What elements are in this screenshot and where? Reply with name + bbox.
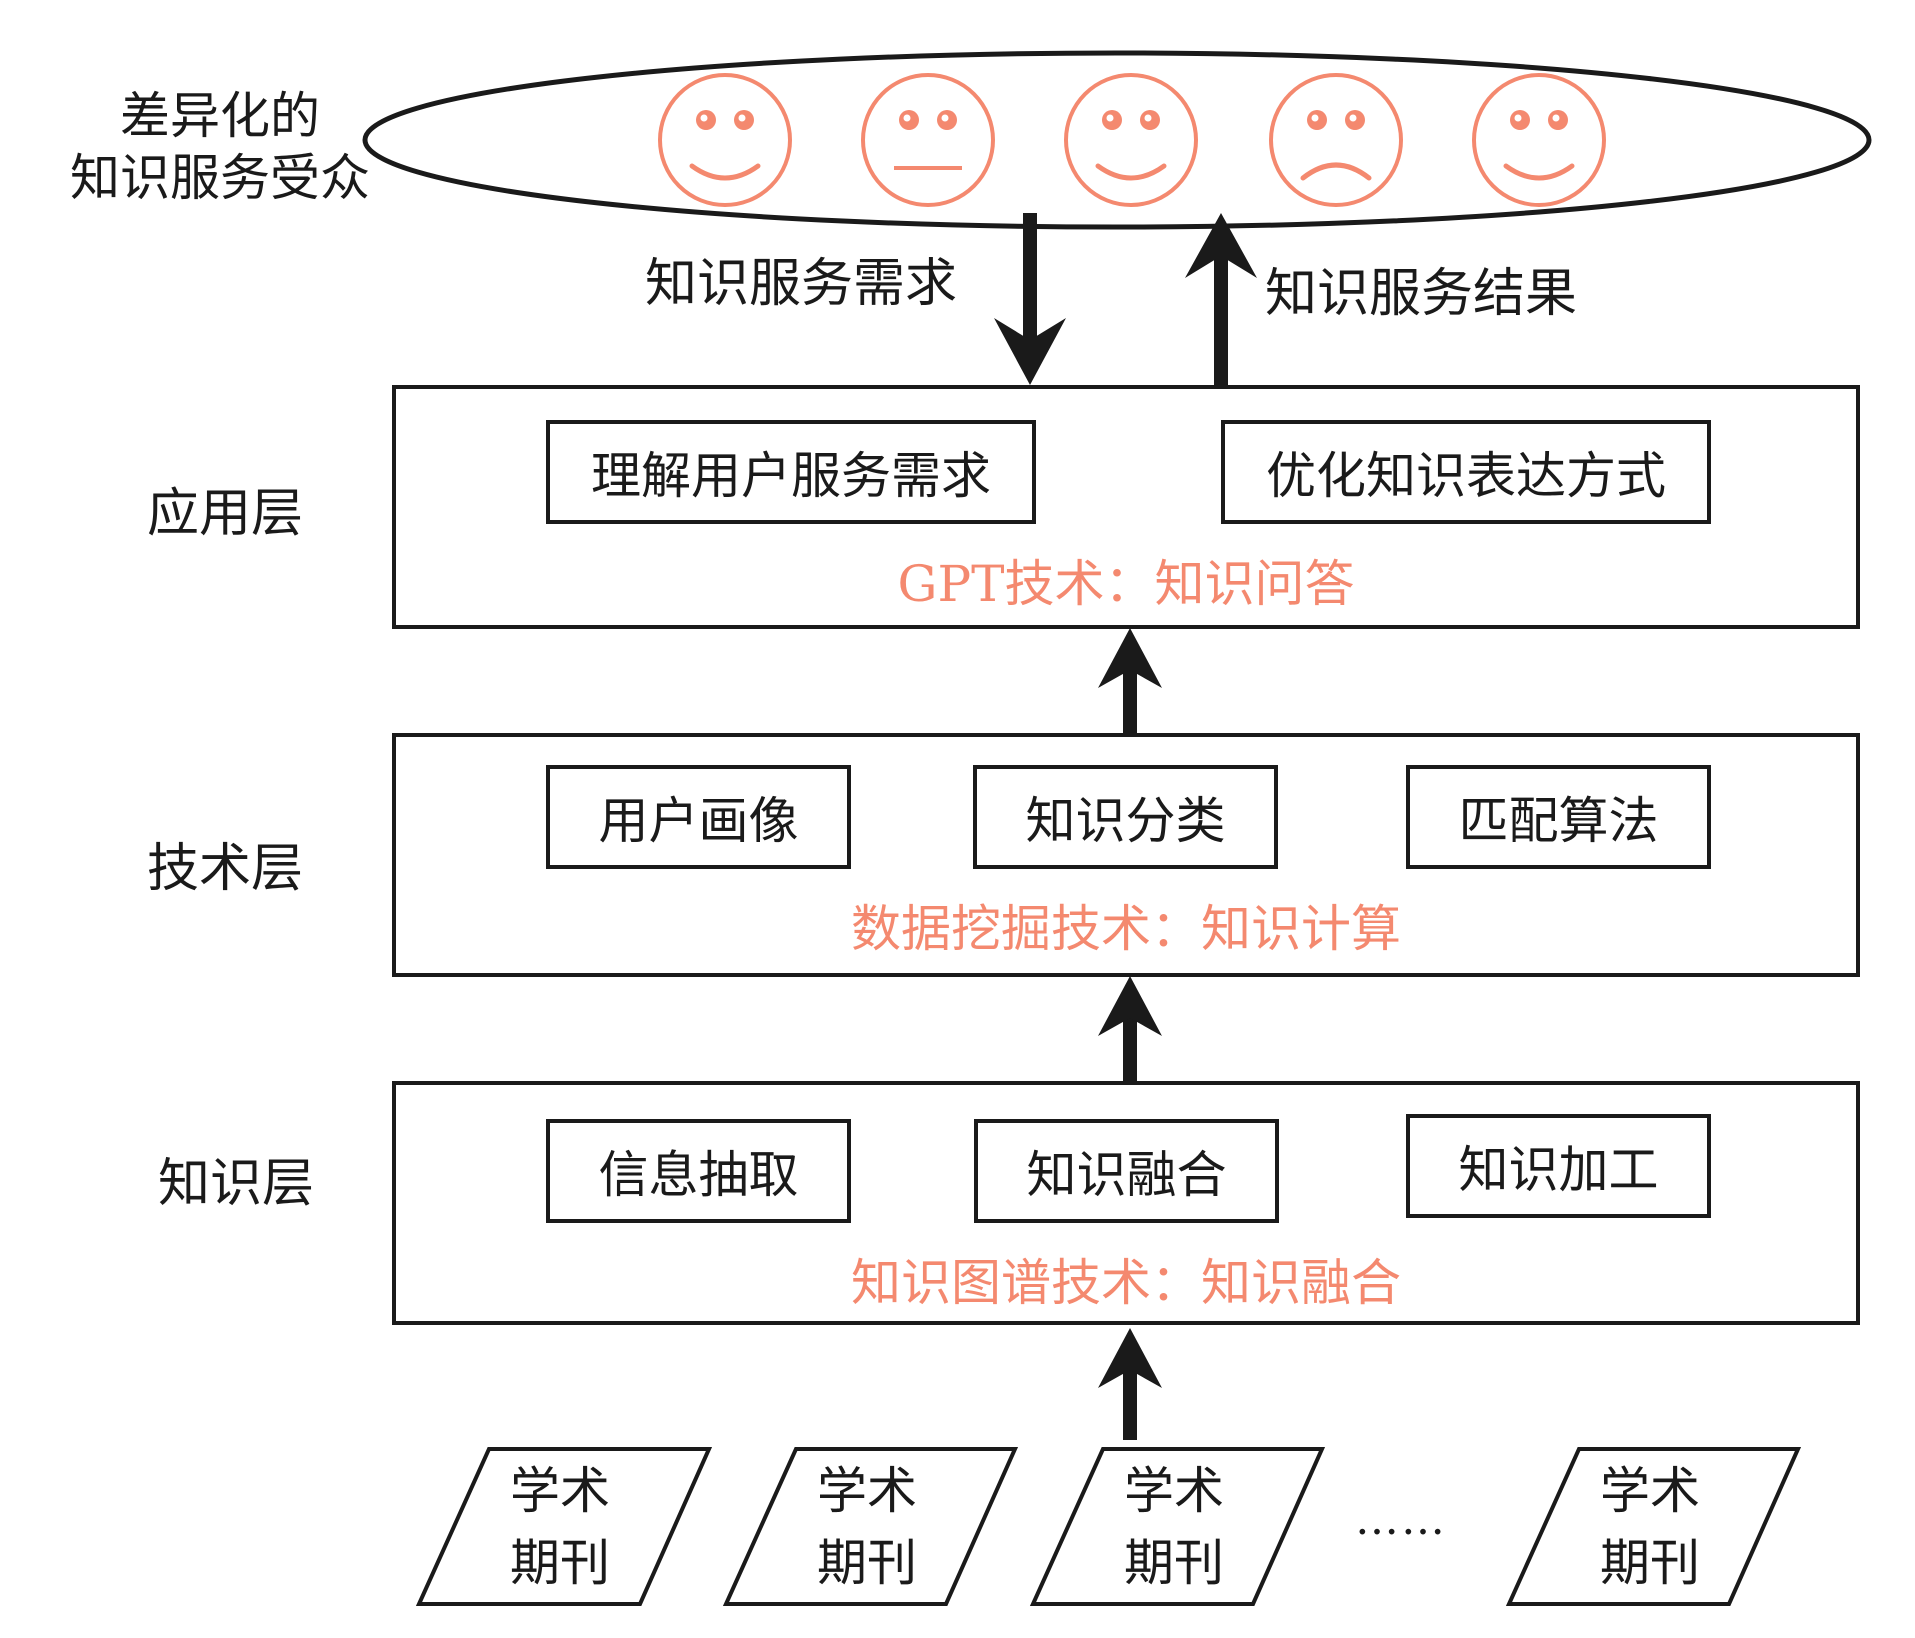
technology-layer: 用户画像 知识分类 匹配算法 数据挖掘技术：知识计算 [392, 733, 1860, 977]
demand-label: 知识服务需求 [645, 254, 958, 314]
up-arrow-icon [1185, 213, 1257, 385]
application-layer: 理解用户服务需求 优化知识表达方式 GPT技术：知识问答 [392, 385, 1860, 629]
ellipsis-indicator: …… [1355, 1494, 1447, 1545]
layer-item: 信息抽取 [546, 1119, 851, 1223]
mouth [689, 163, 761, 181]
smiley-face-icon [1472, 73, 1606, 207]
smiley-face-icon [1064, 73, 1198, 207]
up-arrow-icon [1098, 1328, 1162, 1440]
journal-label-line2: 期刊 [1124, 1534, 1224, 1592]
journal-label-line2: 期刊 [817, 1534, 917, 1592]
audience-label: 差异化的 知识服务受众 [40, 85, 400, 209]
layer-item: 匹配算法 [1406, 765, 1711, 869]
knowledge-layer: 信息抽取 知识融合 知识加工 知识图谱技术：知识融合 [392, 1081, 1860, 1325]
result-label: 知识服务结果 [1265, 264, 1578, 324]
technology-label: 知识图谱技术：知识融合 [851, 1254, 1401, 1312]
mouth [1300, 162, 1372, 181]
technology-label: GPT技术：知识问答 [897, 555, 1355, 613]
layer-item: 知识加工 [1406, 1114, 1711, 1218]
mouth [1095, 163, 1167, 181]
mouth [1503, 163, 1575, 181]
journal-label-line1: 学术 [1600, 1462, 1700, 1520]
up-arrow-icon [1098, 628, 1162, 735]
journal-label: 学术 期刊 [792, 1455, 942, 1599]
layer-label-knowledge: 知识层 [158, 1154, 315, 1214]
up-arrow-icon [1098, 976, 1162, 1083]
journal-label-line2: 期刊 [510, 1534, 610, 1592]
layer-item: 用户画像 [546, 765, 851, 869]
layer-item: 理解用户服务需求 [546, 420, 1036, 524]
journal-label-line1: 学术 [510, 1462, 610, 1520]
technology-label: 数据挖掘技术：知识计算 [851, 900, 1401, 958]
neutral-face-icon [861, 73, 995, 207]
layer-label-application: 应用层 [147, 484, 304, 544]
smiley-face-icon [658, 73, 792, 207]
journal-label-line1: 学术 [1124, 1462, 1224, 1520]
journal-label: 学术 期刊 [1575, 1455, 1725, 1599]
layer-item: 优化知识表达方式 [1221, 420, 1711, 524]
faces-group [658, 73, 1606, 207]
audience-label-line1: 差异化的 [120, 87, 320, 145]
frown-face-icon [1269, 73, 1403, 207]
audience-label-line2: 知识服务受众 [70, 149, 370, 207]
journal-label-line1: 学术 [817, 1462, 917, 1520]
layer-label-technology: 技术层 [147, 839, 304, 899]
journal-label: 学术 期刊 [1099, 1455, 1249, 1599]
layer-item: 知识分类 [973, 765, 1278, 869]
layer-item: 知识融合 [974, 1119, 1279, 1223]
journal-parallelogram [1505, 1447, 1802, 1606]
journal-label: 学术 期刊 [485, 1455, 635, 1599]
journal-parallelogram [722, 1447, 1019, 1606]
journal-parallelogram [1029, 1447, 1326, 1606]
journal-label-line2: 期刊 [1600, 1534, 1700, 1592]
audience-ellipse [362, 50, 1872, 230]
journal-parallelogram [415, 1447, 713, 1606]
down-arrow-icon [994, 213, 1066, 385]
